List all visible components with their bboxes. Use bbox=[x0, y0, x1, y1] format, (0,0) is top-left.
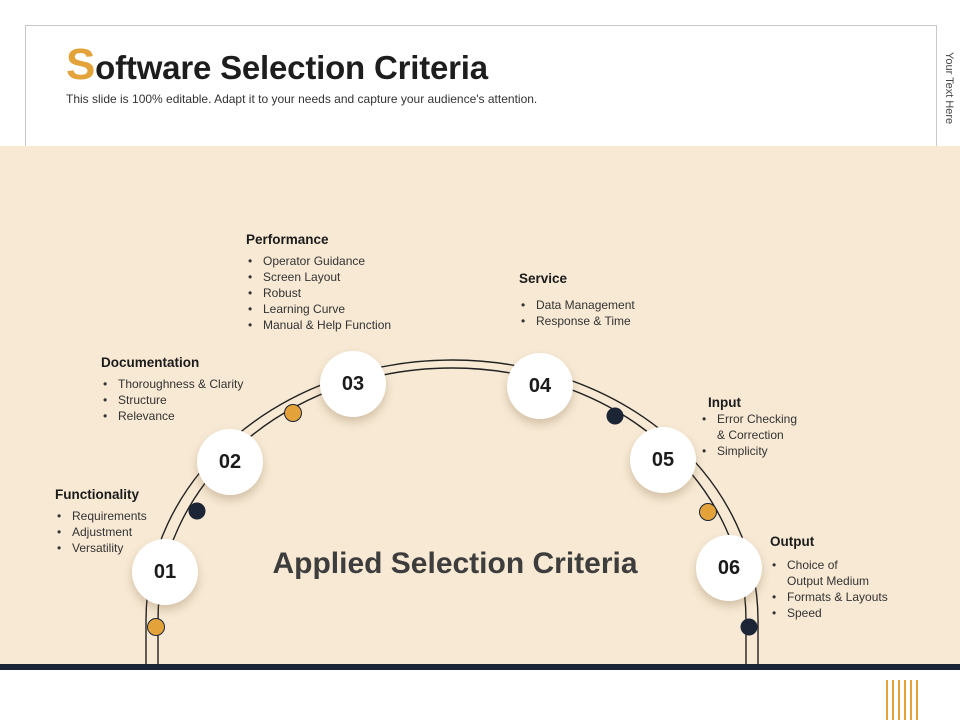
criterion-item: Learning Curve bbox=[246, 301, 391, 317]
criterion-item: Error Checking bbox=[700, 411, 797, 427]
stripe bbox=[904, 680, 906, 720]
title-rest: oftware Selection Criteria bbox=[95, 49, 488, 86]
criterion-item: Speed bbox=[770, 605, 888, 621]
criterion-list: Choice of Output Medium Formats & Layout… bbox=[770, 557, 888, 621]
criterion-item: Simplicity bbox=[700, 443, 797, 459]
criterion-title: Input bbox=[708, 395, 741, 410]
stripe bbox=[916, 680, 918, 720]
criterion-title: Performance bbox=[246, 232, 329, 247]
criterion-item: Robust bbox=[246, 285, 391, 301]
criterion-title: Service bbox=[519, 271, 568, 286]
criterion-item: Structure bbox=[101, 392, 243, 408]
criterion-item: Requirements bbox=[55, 508, 147, 524]
node-02: 02 bbox=[197, 429, 263, 495]
criterion-item: Formats & Layouts bbox=[770, 589, 888, 605]
criterion-item: Data Management bbox=[519, 297, 635, 313]
criterion-item-text: Output Medium bbox=[787, 574, 870, 588]
criterion-item-text: & Correction bbox=[717, 428, 784, 442]
decorative-stripes bbox=[886, 680, 919, 720]
page-title: Software Selection Criteria bbox=[66, 40, 488, 90]
criterion-item-continued: Output Medium bbox=[770, 573, 888, 589]
criterion-item: Versatility bbox=[55, 540, 147, 556]
side-label: Your Text Here bbox=[943, 52, 955, 125]
criterion-title: Functionality bbox=[55, 487, 139, 502]
criterion-output: Output Choice of Output Medium Formats &… bbox=[770, 534, 888, 621]
criterion-documentation: Documentation Thoroughness & Clarity Str… bbox=[101, 355, 243, 424]
criterion-item: Screen Layout bbox=[246, 269, 391, 285]
criterion-item: Manual & Help Function bbox=[246, 317, 391, 333]
criterion-functionality: Functionality Requirements Adjustment Ve… bbox=[55, 487, 147, 556]
criterion-service: Service Data Management Response & Time bbox=[519, 271, 635, 329]
center-text: Applied Selection Criteria bbox=[272, 547, 638, 580]
criterion-item: Operator Guidance bbox=[246, 253, 391, 269]
arc-dot-2 bbox=[188, 502, 206, 520]
arc-dot-5 bbox=[699, 503, 717, 521]
criterion-title: Output bbox=[770, 534, 815, 549]
criterion-item: Choice of bbox=[770, 557, 888, 573]
node-03: 03 bbox=[320, 351, 386, 417]
criterion-item: Relevance bbox=[101, 408, 243, 424]
page-subtitle: This slide is 100% editable. Adapt it to… bbox=[66, 92, 538, 106]
node-06: 06 bbox=[696, 535, 762, 601]
criterion-list: Thoroughness & Clarity Structure Relevan… bbox=[101, 376, 243, 424]
arc-dot-1 bbox=[147, 618, 165, 636]
stripe bbox=[898, 680, 900, 720]
stripe bbox=[886, 680, 888, 720]
bottom-bar bbox=[0, 664, 960, 670]
criterion-performance: Performance Operator Guidance Screen Lay… bbox=[246, 232, 391, 333]
stripe bbox=[910, 680, 912, 720]
arc-outer bbox=[145, 359, 759, 668]
criterion-list: Requirements Adjustment Versatility bbox=[55, 508, 147, 556]
criterion-title: Documentation bbox=[101, 355, 200, 370]
criterion-item: Response & Time bbox=[519, 313, 635, 329]
criterion-list: Data Management Response & Time bbox=[519, 297, 635, 329]
arc-inner bbox=[157, 367, 747, 668]
node-04: 04 bbox=[507, 353, 573, 419]
arc-dot-6 bbox=[740, 618, 758, 636]
arc-dot-3 bbox=[284, 404, 302, 422]
stripe bbox=[892, 680, 894, 720]
node-05: 05 bbox=[630, 427, 696, 493]
criterion-list: Error Checking & Correction Simplicity bbox=[700, 411, 797, 459]
criterion-item: Thoroughness & Clarity bbox=[101, 376, 243, 392]
criterion-input: Input Error Checking & Correction Simpli… bbox=[702, 395, 797, 459]
title-first-letter: S bbox=[66, 40, 96, 89]
criterion-item: Adjustment bbox=[55, 524, 147, 540]
header-box bbox=[25, 25, 937, 146]
arc-dot-4 bbox=[606, 407, 624, 425]
criterion-list: Operator Guidance Screen Layout Robust L… bbox=[246, 253, 391, 333]
criterion-item-continued: & Correction bbox=[700, 427, 797, 443]
